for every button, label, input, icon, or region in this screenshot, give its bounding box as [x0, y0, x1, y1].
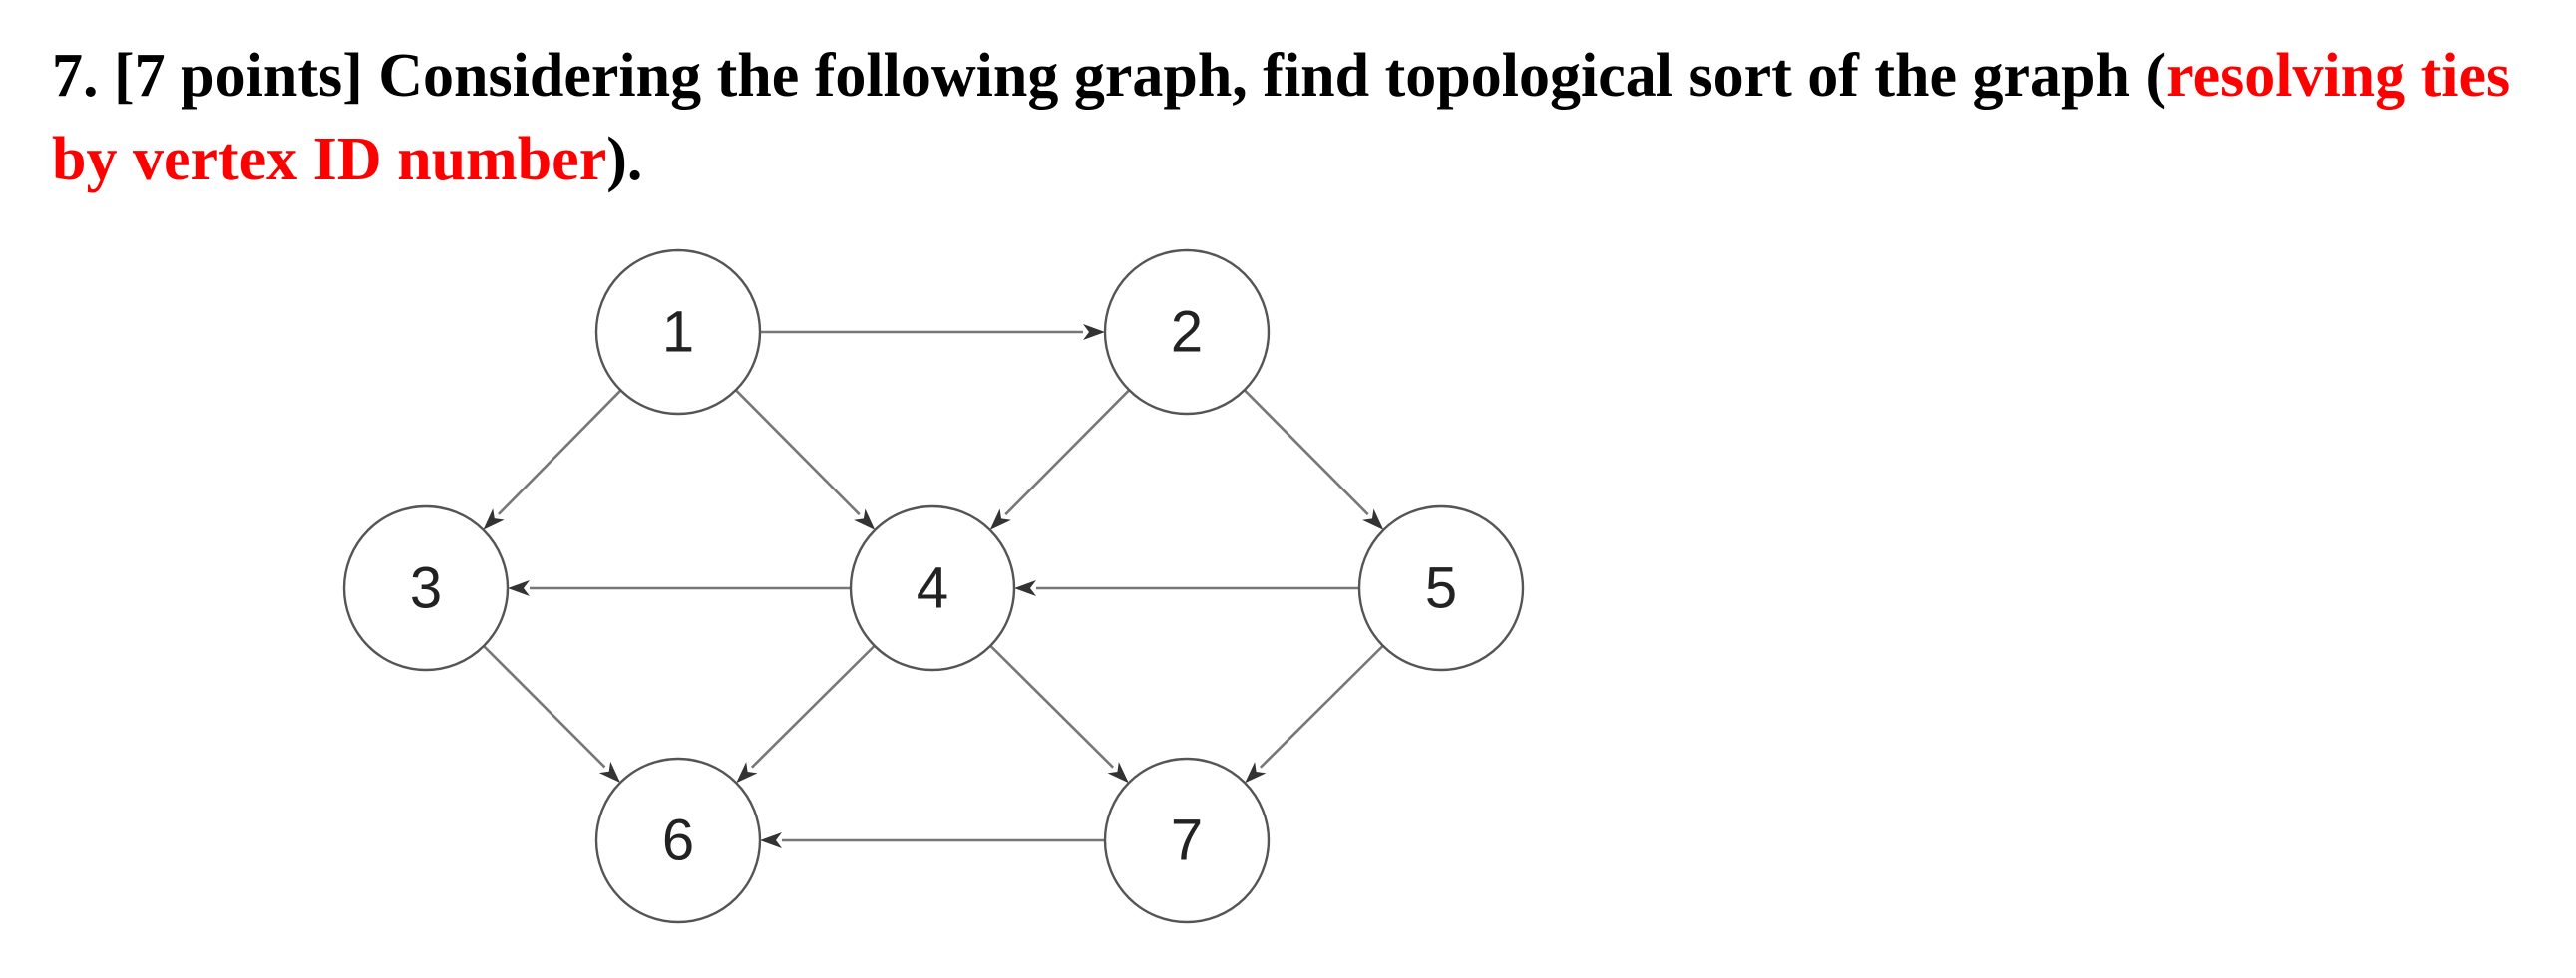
vertex-7: 7	[1103, 757, 1271, 924]
arrowhead-icon	[598, 761, 621, 784]
question-prefix: 7. [7 points] Considering the following …	[52, 42, 2167, 110]
edge-5-7	[1245, 644, 1384, 784]
vertex-circle	[849, 504, 1016, 672]
edge-line	[989, 644, 1115, 769]
edge-line	[483, 645, 606, 769]
nodes-layer: 1 2 3 4 5 6 7	[342, 248, 1525, 924]
arrowhead-icon	[508, 580, 530, 596]
vertex-label: 5	[1425, 556, 1457, 621]
edge-3-6	[483, 645, 621, 784]
edge-4-3	[508, 580, 851, 596]
vertex-label: 7	[1171, 809, 1203, 873]
vertex-circle	[1357, 504, 1525, 672]
vertex-label: 1	[662, 300, 694, 365]
vertex-label: 3	[410, 556, 442, 621]
vertex-label: 4	[917, 556, 948, 621]
arrowhead-icon	[1083, 324, 1105, 340]
edge-line	[1259, 644, 1384, 769]
arrowhead-icon	[1245, 762, 1267, 784]
edges-layer	[483, 324, 1384, 848]
vertex-1: 1	[594, 248, 762, 416]
edge-7-6	[760, 832, 1105, 848]
arrowhead-icon	[736, 762, 758, 784]
edge-2-5	[1243, 389, 1384, 530]
vertex-circle	[1103, 248, 1271, 416]
edge-1-4	[734, 389, 876, 530]
arrowhead-icon	[1107, 762, 1129, 784]
vertex-circle	[342, 504, 510, 672]
arrowhead-icon	[989, 508, 1011, 530]
vertex-2: 2	[1103, 248, 1271, 416]
edge-2-4	[989, 389, 1131, 530]
vertex-label: 2	[1171, 300, 1203, 365]
vertex-6: 6	[594, 757, 762, 924]
vertex-5: 5	[1357, 504, 1525, 672]
edge-5-4	[1014, 580, 1359, 596]
question-suffix: ).	[606, 126, 643, 193]
edge-line	[498, 389, 622, 515]
edge-4-7	[989, 644, 1129, 784]
vertex-3: 3	[342, 504, 510, 672]
arrowhead-icon	[760, 832, 782, 848]
vertex-4: 4	[849, 504, 1016, 672]
edge-line	[734, 389, 861, 516]
question-text: 7. [7 points] Considering the following …	[52, 34, 2535, 201]
question-highlight: resolving ties by vertex ID number	[52, 42, 2511, 193]
arrowhead-icon	[854, 508, 876, 530]
vertex-circle	[1103, 757, 1271, 924]
edge-1-3	[483, 389, 622, 530]
arrowhead-icon	[483, 508, 505, 530]
edge-4-6	[736, 644, 876, 784]
edge-line	[750, 644, 876, 769]
arrowhead-icon	[1014, 580, 1036, 596]
arrowhead-icon	[1362, 508, 1384, 530]
vertex-label: 6	[662, 809, 694, 873]
edge-line	[1004, 389, 1131, 516]
vertex-circle	[594, 757, 762, 924]
vertex-circle	[594, 248, 762, 416]
edge-1-2	[760, 324, 1105, 340]
edge-line	[1243, 389, 1369, 516]
